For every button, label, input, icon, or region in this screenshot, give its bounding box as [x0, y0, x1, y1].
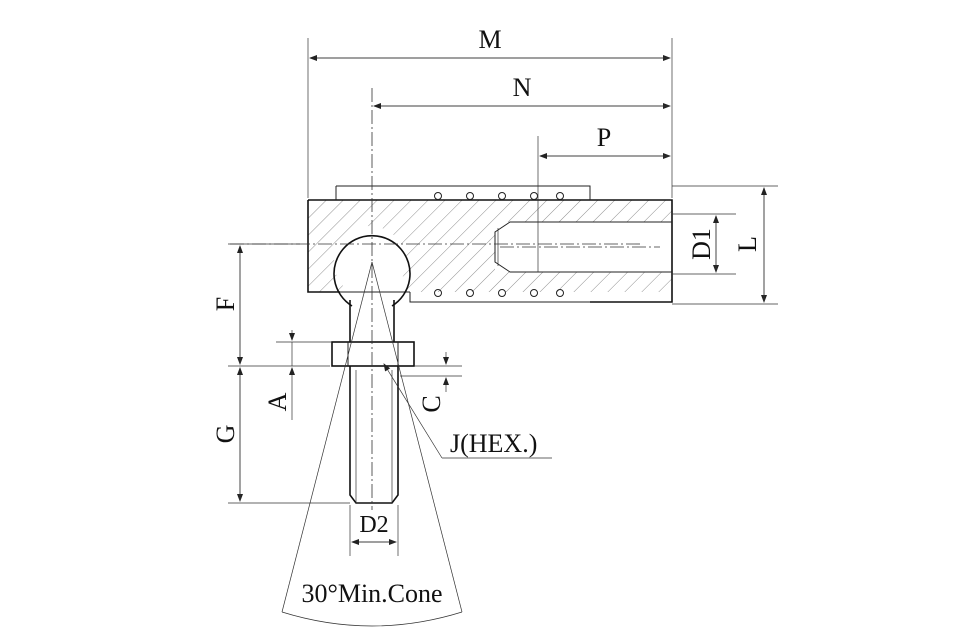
dimension-a: A: [263, 330, 332, 420]
label-m: M: [478, 25, 501, 54]
label-cone: 30°Min.Cone: [301, 579, 442, 608]
label-g: G: [211, 425, 240, 444]
dimension-d2: D2: [349, 505, 399, 556]
label-j-hex: J(HEX.): [450, 429, 537, 458]
cone-lines: [281, 261, 463, 627]
label-n: N: [513, 73, 532, 102]
dimension-g: G: [211, 367, 350, 504]
leader-hex: J(HEX.): [383, 363, 552, 459]
label-f: F: [211, 297, 240, 311]
dimension-f: F: [211, 243, 330, 367]
label-c: C: [417, 395, 446, 412]
spring-coils: [434, 192, 564, 297]
dimension-l: L: [672, 185, 778, 305]
label-p: P: [597, 123, 611, 152]
dimension-c: C: [400, 352, 462, 413]
label-d1: D1: [687, 228, 716, 260]
label-d2: D2: [359, 512, 388, 538]
label-l: L: [733, 236, 762, 252]
dimension-p: P: [537, 123, 671, 222]
center-lines: [230, 88, 660, 510]
dimension-n: N: [373, 73, 671, 109]
label-a: A: [263, 392, 292, 411]
dimension-m: M: [307, 25, 673, 198]
dimension-d1: D1: [672, 213, 736, 275]
